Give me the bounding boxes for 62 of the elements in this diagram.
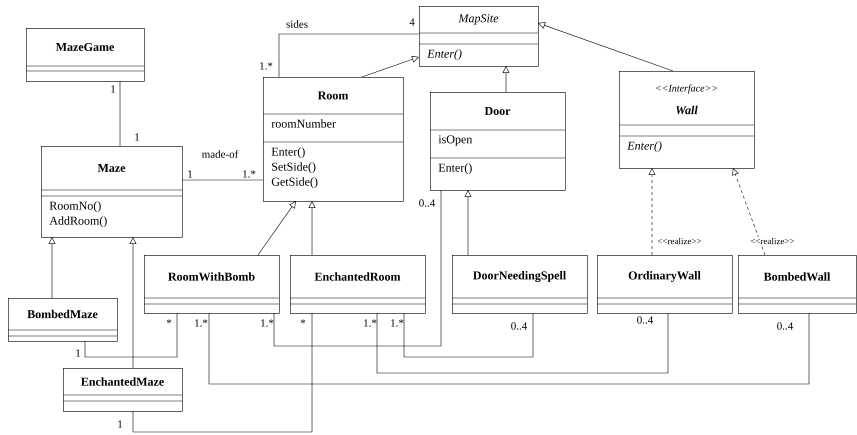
method-list: Enter() xyxy=(438,163,472,174)
multiplicity-label: 1 xyxy=(188,170,192,178)
class-box xyxy=(290,254,426,314)
multiplicity-label: 1 xyxy=(111,85,116,93)
class-name: MapSite xyxy=(458,14,498,25)
stereotype-text: <<Interface>> xyxy=(656,84,718,94)
multiplicity-label: 4 xyxy=(409,18,415,26)
class-box xyxy=(144,254,280,314)
class-box xyxy=(40,146,183,238)
method-list: Enter() xyxy=(427,49,462,60)
class-name: BombedMaze xyxy=(27,310,98,318)
multiplicity-label: 0..4 xyxy=(511,322,528,330)
edge-label: <<realize>> xyxy=(656,236,703,246)
multiplicity-label: 1.* xyxy=(195,319,208,327)
class-box xyxy=(262,77,404,202)
multiplicity-label: 1 xyxy=(76,349,80,357)
association-line xyxy=(132,312,312,432)
class-name: Door xyxy=(484,107,510,115)
class-name: Maze xyxy=(98,164,126,172)
class-name: Wall xyxy=(676,106,698,114)
generalization-arrow xyxy=(258,201,296,256)
edge-label: <<realize>> xyxy=(749,236,796,246)
multiplicity-label: * xyxy=(300,319,306,324)
edge-label: sides xyxy=(285,19,309,29)
multiplicity-label: 0..4 xyxy=(419,199,436,207)
class-name: DoorNeedingSpell xyxy=(473,271,566,282)
method-list: Enter() xyxy=(627,141,662,152)
class-name: MazeGame xyxy=(56,42,114,52)
multiplicity-label: 1.* xyxy=(364,319,376,327)
class-box xyxy=(618,71,755,169)
attribute-text: roomNumber xyxy=(272,119,336,128)
class-box xyxy=(596,254,733,314)
association-line xyxy=(274,190,442,346)
multiplicity-label: 1.* xyxy=(261,319,274,327)
multiplicity-label: 1.* xyxy=(391,319,404,327)
class-box xyxy=(62,368,183,412)
class-name: EnchantedMaze xyxy=(81,377,164,386)
multiplicity-label: 1.* xyxy=(243,170,256,178)
class-box xyxy=(8,298,118,342)
class-box xyxy=(430,92,566,191)
class-box xyxy=(738,254,857,314)
method-list: Enter() SetSide() GetSide() xyxy=(272,147,318,188)
association-line xyxy=(84,312,178,358)
class-name: EnchantedRoom xyxy=(314,272,400,281)
class-name: OrdinaryWall xyxy=(628,271,701,282)
realization-arrow xyxy=(732,168,766,256)
association-line xyxy=(208,312,810,384)
multiplicity-label: 1.* xyxy=(260,62,272,70)
association-line xyxy=(278,34,420,78)
multiplicity-label: * xyxy=(166,319,172,324)
class-name: BombedWall xyxy=(764,272,830,281)
attribute-text: isOpen xyxy=(438,135,472,146)
method-list: RoomNo() AddRoom() xyxy=(49,201,107,228)
class-box xyxy=(26,28,145,82)
association-line xyxy=(404,312,534,358)
edge-label: made-of xyxy=(200,149,240,159)
class-box xyxy=(418,6,539,67)
generalization-arrow xyxy=(362,56,419,78)
class-name: RoomWithBomb xyxy=(168,272,255,281)
class-name: Room xyxy=(318,92,348,100)
association-line xyxy=(376,312,668,374)
class-box xyxy=(452,254,588,314)
